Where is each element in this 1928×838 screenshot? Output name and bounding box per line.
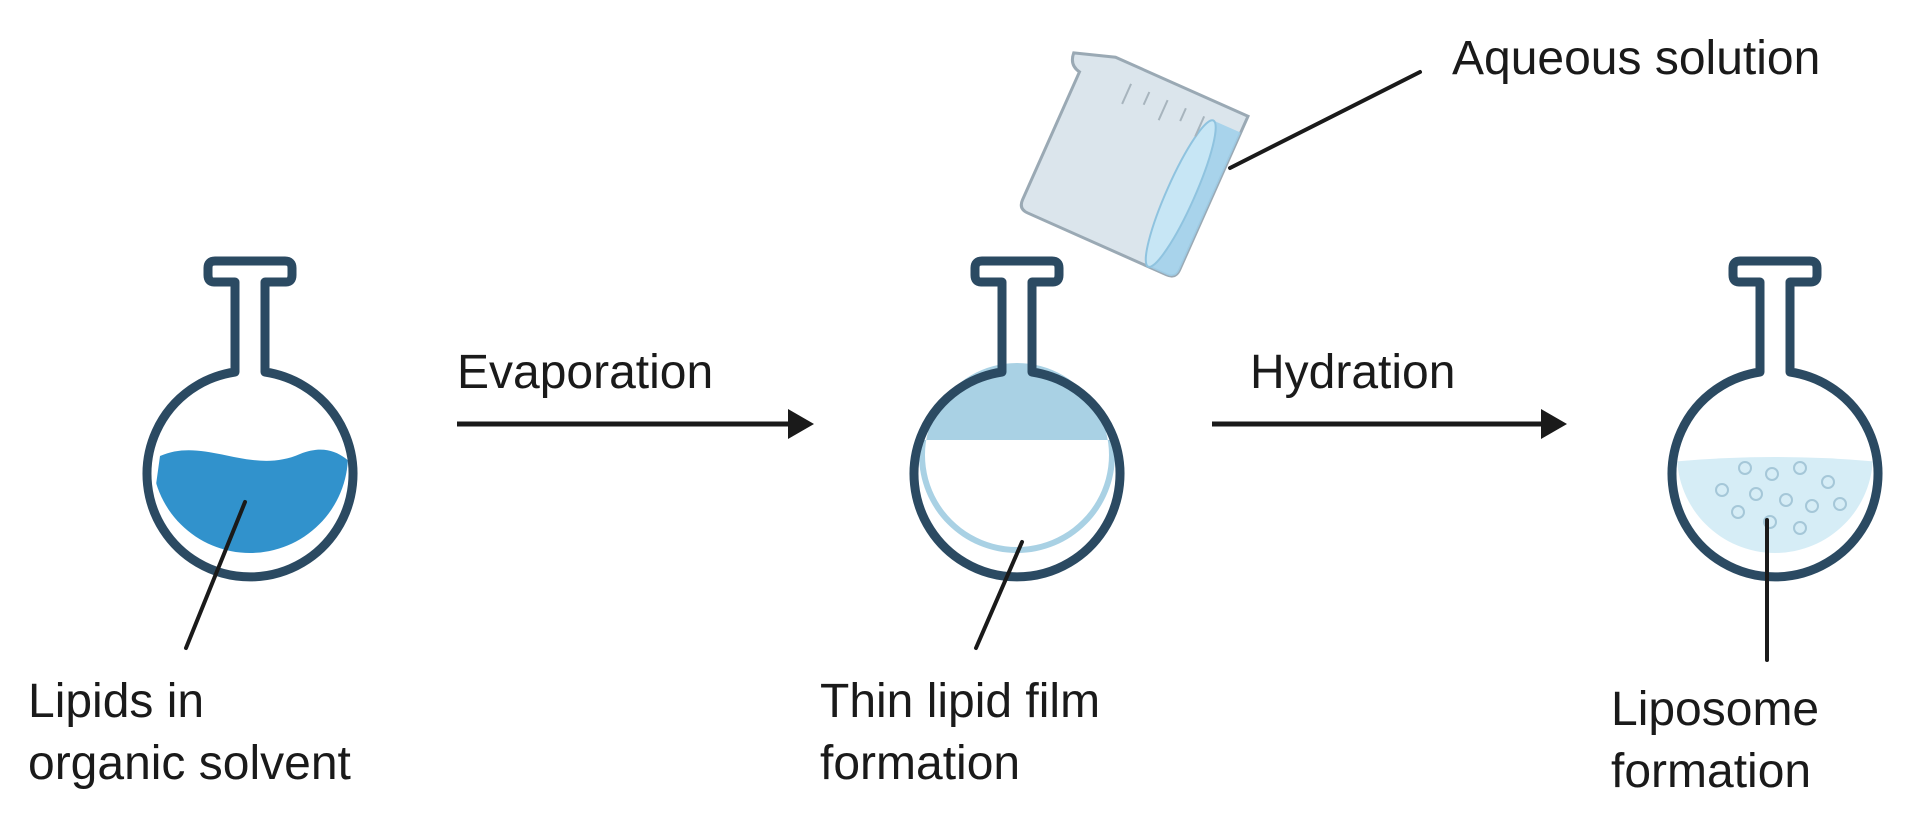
flask-thin-lipid-film [909,256,1125,650]
vesicle [1821,475,1835,489]
vesicle [1738,461,1752,475]
liposome-suspension [1677,457,1873,553]
beaker-graduation [1121,83,1132,105]
vesicle [1763,515,1777,529]
vesicle [1793,521,1807,535]
solvent-liquid [152,449,348,553]
beaker-graduation [1179,107,1187,122]
step-1-label-line-1: Lipids in [28,675,205,728]
flask-outline [142,256,358,582]
vesicle [1715,483,1729,497]
vesicle [1731,505,1745,519]
flask-liposome-formation [1667,256,1883,662]
step-2-label-line-2: formation [820,737,1021,790]
vesicle [1765,467,1779,481]
beaker-graduation [1142,91,1151,106]
beaker-aqueous-solution [1019,51,1250,278]
step-2-label: Thin lipid film formation [820,671,1100,795]
pointer-line [184,500,247,650]
arrow-head [788,409,814,439]
step-3-label: Liposome formation [1611,679,1819,803]
vesicle [1779,493,1793,507]
beaker-pointer-line [1228,70,1422,170]
liposome-vesicles [1715,461,1847,535]
vesicle [1805,499,1819,513]
arrow-hydration-label: Hydration [1250,346,1456,399]
vesicle [1793,461,1807,475]
flask-outline [909,256,1125,582]
vesicle [1833,497,1847,511]
beaker-graduation [1194,115,1206,137]
step-1-label: Lipids in organic solvent [28,671,351,795]
step-3-label-line-1: Liposome [1611,683,1820,736]
lipid-film [919,363,1115,553]
arrow-evaporation [457,409,814,439]
step-2-label-line-1: Thin lipid film [820,675,1101,728]
beaker-label: Aqueous solution [1452,32,1821,85]
beaker-graduation [1157,99,1169,121]
step-1-label-line-2: organic solvent [28,737,351,790]
pointer-line [974,540,1024,650]
liquid-surface [1144,119,1217,268]
arrow-evaporation-label: Evaporation [457,346,714,399]
step-3-label-line-2: formation [1611,745,1812,798]
arrow-head [1541,409,1567,439]
vesicle [1749,487,1763,501]
arrow-hydration [1212,409,1567,439]
flask-lipids-in-solvent [142,256,358,650]
flask-outline [1667,256,1883,582]
